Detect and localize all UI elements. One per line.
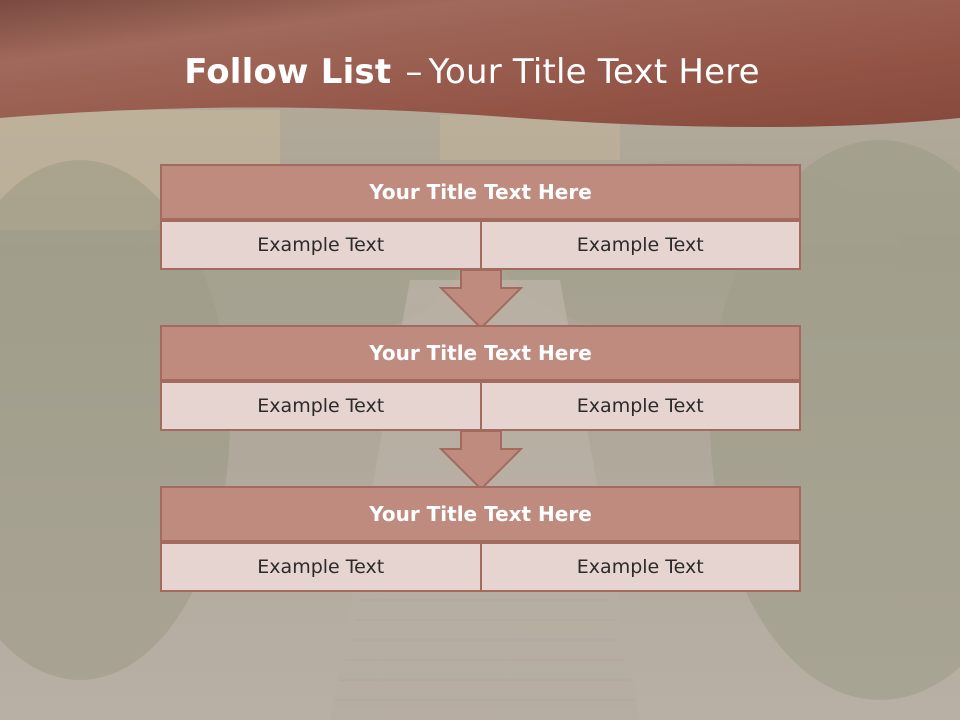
block-title: Your Title Text Here (160, 325, 801, 381)
slide-title-dash: – (405, 52, 423, 92)
list-block-2: Your Title Text Here Example Text Exampl… (160, 325, 801, 431)
list-block-1: Your Title Text Here Example Text Exampl… (160, 164, 801, 270)
block-title: Your Title Text Here (160, 164, 801, 220)
block-cell-left: Example Text (160, 381, 482, 431)
slide-title: Follow List–Your Title Text Here (0, 52, 944, 92)
block-cell-right: Example Text (481, 381, 801, 431)
slide-title-bold: Follow List (184, 52, 392, 92)
down-arrow-icon (439, 431, 523, 491)
block-row: Example Text Example Text (160, 381, 801, 431)
list-block-3: Your Title Text Here Example Text Exampl… (160, 486, 801, 592)
block-cell-right: Example Text (481, 220, 801, 270)
block-cell-left: Example Text (160, 542, 482, 592)
block-cell-left: Example Text (160, 220, 482, 270)
block-row: Example Text Example Text (160, 220, 801, 270)
header-banner (0, 0, 960, 128)
block-cell-right: Example Text (481, 542, 801, 592)
down-arrow-icon (439, 270, 523, 330)
block-title: Your Title Text Here (160, 486, 801, 542)
block-row: Example Text Example Text (160, 542, 801, 592)
slide-title-rest: Your Title Text Here (428, 52, 760, 92)
